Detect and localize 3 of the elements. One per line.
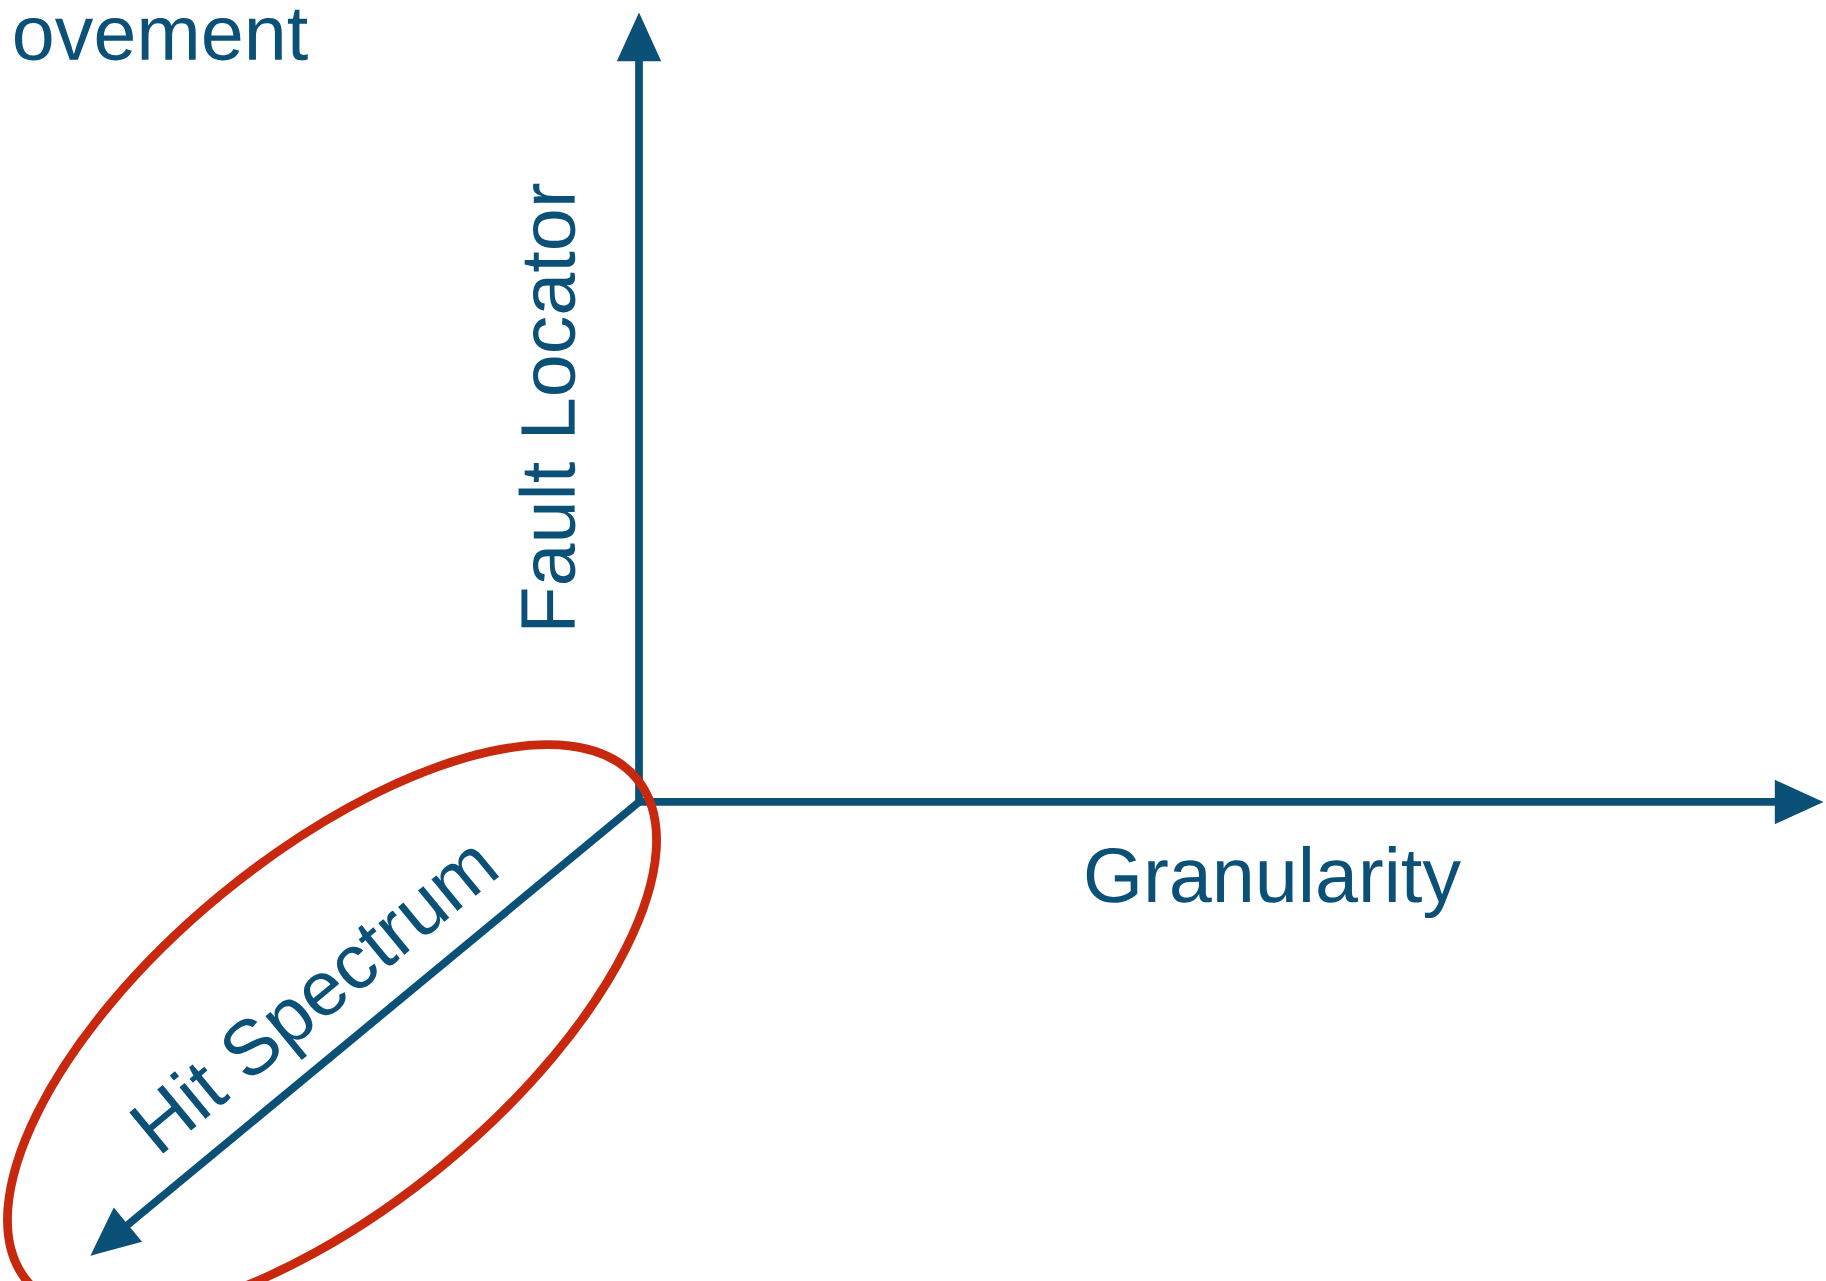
axis-label: Granularity (1086, 845, 1461, 918)
partial-title: ovement (15, 9, 308, 61)
axis-label: Fault Locator (518, 183, 576, 628)
